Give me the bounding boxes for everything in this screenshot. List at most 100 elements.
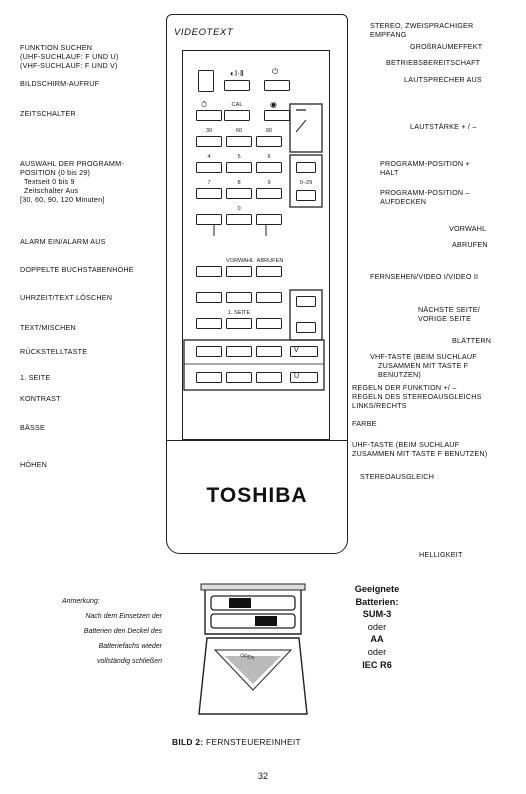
stereo-key[interactable] <box>224 80 250 91</box>
remote-divider <box>166 440 348 441</box>
label-vorwahl: VORWAHL <box>449 224 487 233</box>
batteries-line-4: oder <box>367 621 387 632</box>
note-line-4: Batteriefachs wieder <box>98 643 162 650</box>
batteries-line-7: IEC R6 <box>362 659 392 670</box>
label-betriebsbereitschaft: BETRIEBSBEREITSCHAFT <box>386 58 481 67</box>
mute-key[interactable] <box>264 110 290 121</box>
timer-key[interactable] <box>196 110 222 121</box>
label-auswahl-programm: AUSWAHL DER PROGRAMM- <box>20 159 124 168</box>
reveal-key[interactable] <box>256 318 282 329</box>
treble-key[interactable] <box>226 372 252 383</box>
double-height-key[interactable] <box>196 266 222 277</box>
label-stereoausgleich: STEREOAUSGLEICH <box>360 472 435 481</box>
note-line-3: Batterien den Deckel des <box>83 628 162 635</box>
label-doppelte-buchstabenhoehe: DOPPELTE BUCHSTABENHÖHE <box>20 265 134 274</box>
balance-key[interactable] <box>256 372 282 383</box>
vorwahl-key[interactable] <box>226 266 252 277</box>
page-up-key[interactable] <box>296 296 316 307</box>
figure-caption-number: BILD 2: <box>172 737 204 747</box>
key-1[interactable] <box>196 136 222 147</box>
label-hoehen: HÖHEN <box>20 460 47 469</box>
first-page-key[interactable] <box>226 318 252 329</box>
bass-key[interactable] <box>196 372 222 383</box>
note-line-2: Nach dem Einsetzen der <box>85 613 162 620</box>
abrufen-key[interactable] <box>256 266 282 277</box>
label-baesse: BÄSSE <box>20 423 45 432</box>
vhf-key[interactable] <box>290 346 318 357</box>
stereo-icon: ◐Ⅰ·Ⅱ <box>230 69 244 78</box>
power-key[interactable] <box>264 80 290 91</box>
key-2[interactable] <box>226 136 252 147</box>
label-programm-minus: PROGRAMM-POSITION – <box>380 188 470 197</box>
key-8[interactable] <box>226 188 252 199</box>
alarm-key[interactable] <box>196 214 222 225</box>
hold-key[interactable] <box>256 292 282 303</box>
label-alarm: ALARM EIN/ALARM AUS <box>20 237 106 246</box>
label-empfang: EMPFANG <box>370 30 407 39</box>
clock-key[interactable] <box>196 292 222 303</box>
program-up-key[interactable] <box>296 162 316 173</box>
label-bildschirm-aufruf: BILDSCHIRM-AUFRUF <box>20 79 100 88</box>
key-30-label: 30 <box>205 128 213 134</box>
page-down-key[interactable] <box>296 322 316 333</box>
key-5[interactable] <box>226 162 252 173</box>
key-3[interactable] <box>256 136 282 147</box>
label-vhf-taste: VHF-TASTE (BEIM SUCHLAUF <box>370 352 477 361</box>
label-erste-seite: 1. SEITE <box>20 373 51 382</box>
label-textseite: Textseit 0 bis 9 <box>24 177 75 186</box>
label-uhf-suchlauf: (UHF-SUCHLAUF: F UND U) <box>20 52 119 61</box>
label-helligkeit: HELLIGKEIT <box>419 550 463 559</box>
key-6-label: 6 <box>267 154 271 160</box>
label-programm-plus: PROGRAMM-POSITION + <box>380 159 470 168</box>
key-4-label: 4 <box>207 154 211 160</box>
text-mix-key[interactable] <box>196 318 222 329</box>
key-6[interactable] <box>256 162 282 173</box>
label-stereo: STEREO, ZWEISPRACHIGER <box>370 21 474 30</box>
battery-note: Anmerkung: Nach dem Einsetzen der Batter… <box>30 594 162 669</box>
key-0-label: 0 <box>237 206 241 212</box>
note-line-5: vollständig schließen <box>97 658 162 665</box>
label-rueckstelltaste: RÜCKSTELLTASTE <box>20 347 88 356</box>
cal-key-label: CAL <box>231 102 243 108</box>
figure-caption-text: FERNSTEUEREINHEIT <box>203 737 301 747</box>
figure-caption: BILD 2: FERNSTEUEREINHEIT <box>172 737 301 747</box>
key-7[interactable] <box>196 188 222 199</box>
vorwahl-key-label: VORWAHL <box>226 258 254 264</box>
label-fernsehen-video: FERNSEHEN/VIDEO I/VIDEO II <box>370 272 479 281</box>
label-regeln-stereo: REGELN DES STEREOAUSGLEICHS <box>352 392 482 401</box>
key-9[interactable] <box>256 188 282 199</box>
label-vorige-seite: VORIGE SEITE <box>418 314 472 323</box>
label-position: POSITION (0 bis 29) <box>20 168 91 177</box>
label-lautsprecher-aus: LAUTSPRECHER AUS <box>404 75 482 84</box>
recall-key[interactable] <box>256 214 282 225</box>
tv-video-key[interactable] <box>226 292 252 303</box>
brightness-key[interactable] <box>256 346 282 357</box>
key-5-label: 5 <box>237 154 241 160</box>
label-uhf-zusammen: ZUSAMMEN MIT TASTE F BENUTZEN) <box>352 449 488 458</box>
label-lautstaerke: LAUTSTÄRKE + / – <box>410 122 477 131</box>
uhf-key[interactable] <box>290 372 318 383</box>
cal-key[interactable] <box>224 110 250 121</box>
label-abrufen: ABRUFEN <box>452 240 488 249</box>
erste-seite-key-label: 1. SEITE <box>227 310 251 316</box>
label-vhf-zusammen: ZUSAMMEN MIT TASTE F <box>378 361 469 370</box>
label-aufdecken: AUFDECKEN <box>380 197 427 206</box>
abrufen-key-label: ABRUFEN <box>256 258 284 264</box>
key-4[interactable] <box>196 162 222 173</box>
program-down-key[interactable] <box>296 190 316 201</box>
label-vhf-benutzen: BENUTZEN) <box>378 370 421 379</box>
key-9-label: 9 <box>267 180 271 186</box>
timer-icon: ⏱ <box>201 100 208 109</box>
key-7-label: 7 <box>207 180 211 186</box>
brand-logo: TOSHIBA <box>206 484 308 507</box>
key-8-label: 8 <box>237 180 241 186</box>
key-0[interactable] <box>226 214 252 225</box>
color-key[interactable] <box>226 346 252 357</box>
label-links-rechts: LINKS/RECHTS <box>352 401 407 410</box>
mute-icon: ◉ <box>270 100 277 109</box>
videotext-key[interactable] <box>198 70 214 92</box>
label-grossraumeffekt: GROßRAUMEFFEKT <box>410 42 483 51</box>
label-vhf-suchlauf: (VHF-SUCHLAUF: F UND V) <box>20 61 118 70</box>
contrast-key[interactable] <box>196 346 222 357</box>
